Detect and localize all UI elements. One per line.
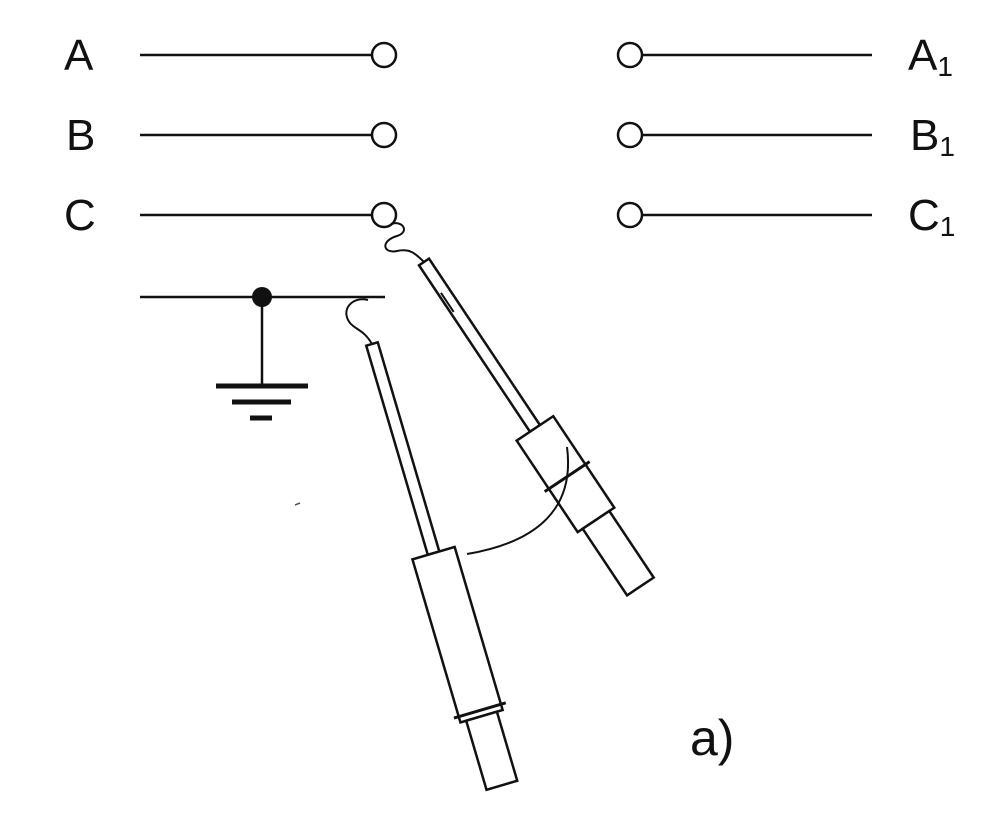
right-conductor-a1 [616, 41, 872, 69]
clamp-hook-icon [345, 298, 373, 345]
rod-shaft-left [364, 340, 441, 557]
phase-label-b: B [66, 111, 95, 160]
phase-label-a: A [64, 31, 94, 80]
rod-sleeve-left [410, 545, 505, 724]
rod-handle-left [464, 710, 519, 792]
right-conductor-c1 [616, 201, 872, 229]
terminal-b-left [370, 121, 398, 149]
phase-label-c: C [64, 191, 96, 240]
rod-shaft-right [417, 256, 542, 434]
grounding-rod-right [417, 256, 656, 598]
grounding-rod-left [364, 340, 519, 792]
ground-bus [140, 287, 385, 421]
phase-label-c1: C1 [908, 191, 955, 242]
rod-sleeve-right [514, 414, 617, 534]
left-conductor-c [140, 201, 398, 229]
figure-caption: a) [690, 710, 734, 766]
connecting-cable [466, 446, 570, 555]
rod-handle-right [580, 509, 656, 598]
right-conductor-b1 [616, 121, 872, 149]
left-conductor-b [140, 121, 398, 149]
phase-label-a1: A1 [908, 31, 953, 82]
ground-icon [216, 383, 308, 421]
terminal-a-right [616, 41, 644, 69]
phase-label-b1: B1 [910, 111, 955, 162]
clamp-hook-icon [384, 222, 425, 263]
terminal-a-left [370, 41, 398, 69]
terminal-b-right [616, 121, 644, 149]
terminal-c-right [616, 201, 644, 229]
left-conductor-a [140, 41, 398, 69]
terminal-c-left [370, 201, 398, 229]
